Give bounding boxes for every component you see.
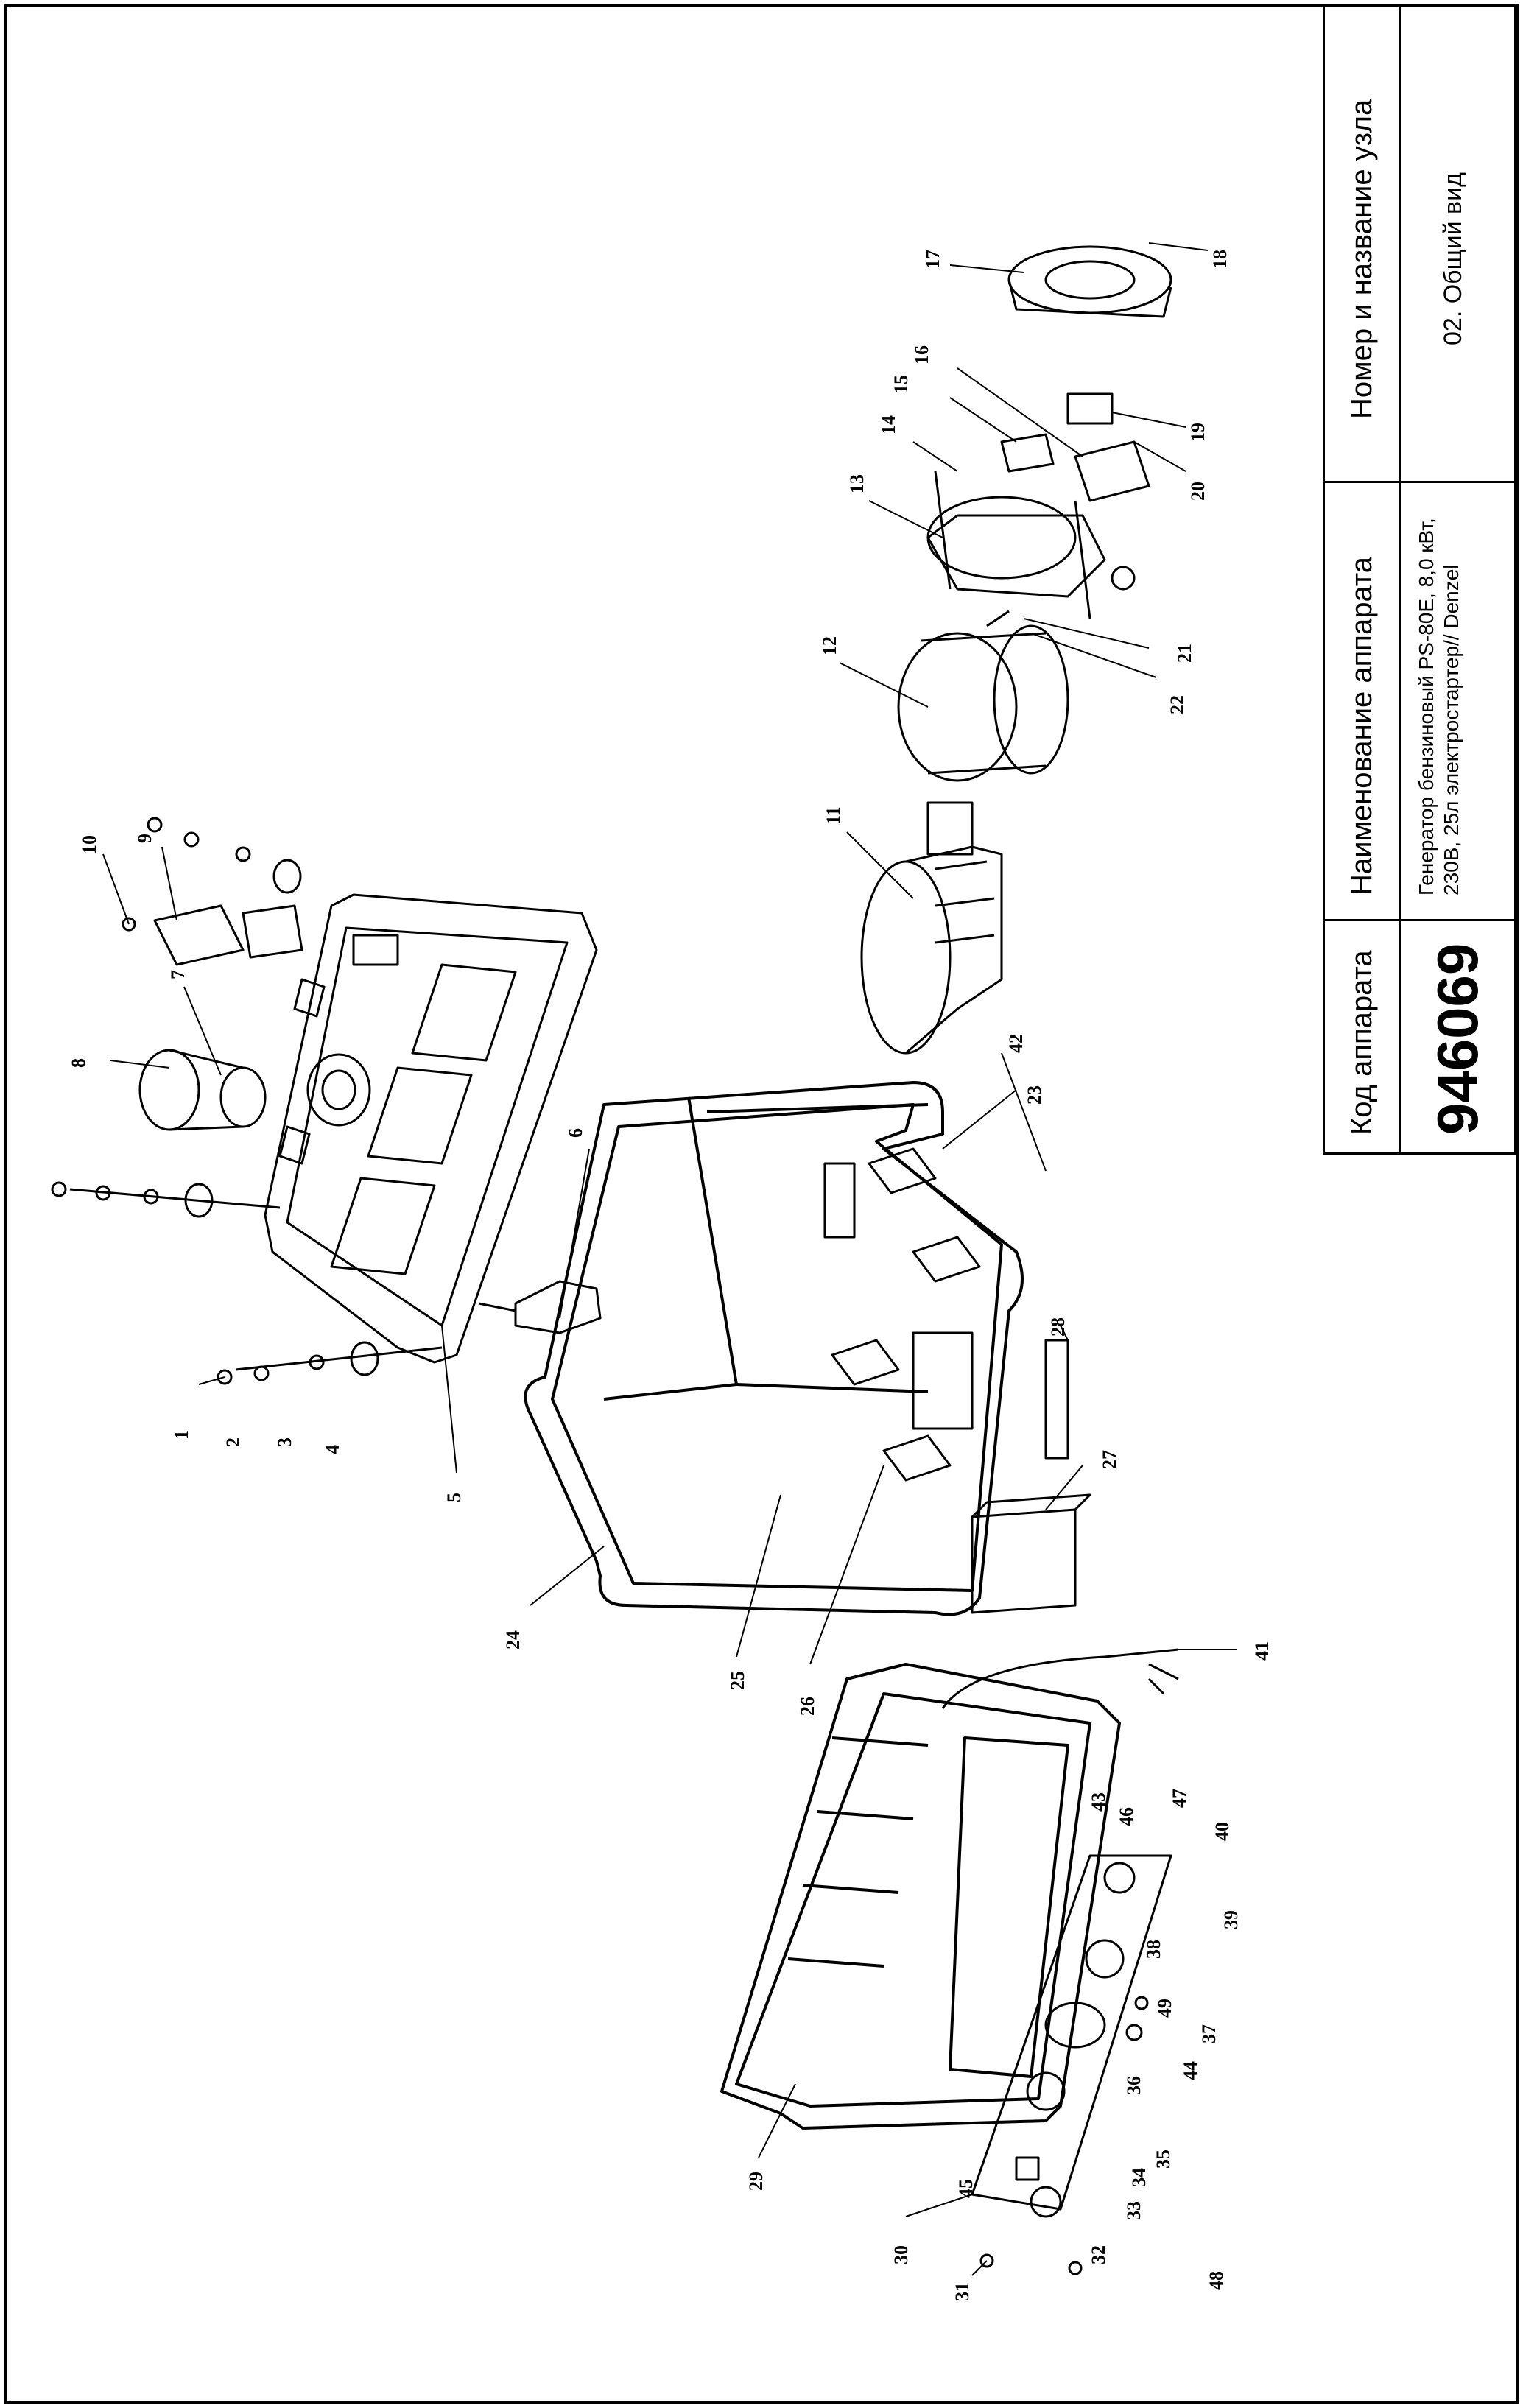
fuel-valve-part [478,1280,602,1334]
title-block-unit-value-cell: 02. Общий вид [1399,4,1516,483]
callout-31: 31 [952,2282,973,2301]
avr-part [1000,433,1150,502]
stator-part [897,610,1069,782]
callout-36: 36 [1123,2076,1144,2095]
frame-part [524,1081,1024,1616]
callout-2: 2 [222,1437,244,1447]
callout-26: 26 [797,1697,818,1716]
callout-18: 18 [1209,250,1231,269]
callout-39: 39 [1220,1910,1242,1929]
callout-30: 30 [890,2245,912,2264]
callout-9: 9 [134,834,155,843]
callout-1: 1 [171,1430,192,1440]
callout-12: 12 [819,636,840,655]
callout-19: 19 [1187,423,1209,442]
control-panel-housing-part [720,1663,1121,2130]
alternator-rotor-part [860,801,1003,1055]
callout-14: 14 [878,415,899,434]
callout-45: 45 [955,2179,977,2198]
callout-44: 44 [1180,2061,1201,2080]
callout-27: 27 [1099,1450,1120,1469]
callout-23: 23 [1024,1085,1045,1105]
end-cover-part [926,471,1136,619]
callout-17: 17 [922,250,943,269]
engine-mounts-part [823,1147,981,1482]
callout-20: 20 [1187,482,1209,501]
callout-32: 32 [1088,2245,1109,2264]
callout-16: 16 [911,345,932,365]
callout-24: 24 [502,1630,524,1650]
callout-42: 42 [1005,1034,1027,1053]
callout-11: 11 [823,806,844,825]
callout-10: 10 [79,835,100,854]
rear-cover-part [1007,245,1172,318]
callout-37: 37 [1198,2024,1220,2043]
callout-46: 46 [1116,1807,1137,1826]
fuel-tank-part [264,893,598,1364]
callout-34: 34 [1128,2168,1150,2187]
callout-5: 5 [443,1493,465,1502]
callout-41: 41 [1251,1641,1273,1661]
callout-49: 49 [1154,1999,1175,2018]
callout-28: 28 [1047,1317,1069,1337]
battery-part [912,1331,1091,1614]
callout-15: 15 [890,375,912,394]
fuel-cap-part [138,1049,267,1131]
callout-43: 43 [1088,1792,1109,1812]
drawing-sheet-border [4,4,1519,2404]
callout-47: 47 [1169,1789,1190,1808]
wire-harness-part [941,1648,1179,1709]
callout-7: 7 [167,970,189,979]
callout-29: 29 [745,2172,767,2191]
callout-22: 22 [1167,695,1188,714]
callout-6: 6 [565,1128,586,1138]
callout-3: 3 [274,1437,295,1447]
callout-38: 38 [1143,1940,1164,1959]
callout-40: 40 [1211,1822,1233,1841]
callout-25: 25 [727,1671,748,1690]
brush-holder-part [1066,392,1114,425]
callout-8: 8 [68,1058,89,1068]
callout-48: 48 [1206,2271,1227,2290]
callout-4: 4 [322,1445,343,1454]
callout-33: 33 [1123,2201,1144,2220]
callout-leader-lines [102,242,1237,2276]
tank-mounting-hardware [51,817,443,1385]
callout-21: 21 [1174,644,1195,663]
callout-35: 35 [1153,2150,1174,2169]
fuel-gauge-part [153,904,303,966]
control-panel-face-part [971,1854,1172,2275]
callout-13: 13 [846,474,868,493]
